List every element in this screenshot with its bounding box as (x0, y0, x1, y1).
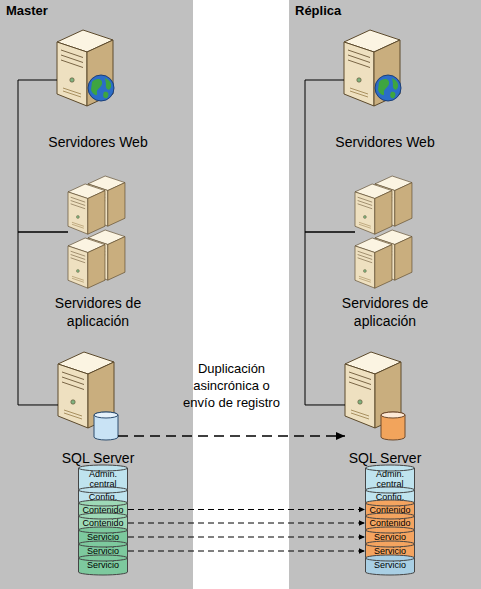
replication-arrow (118, 432, 345, 440)
panel-title: Réplica (295, 3, 341, 19)
server-node: Servidores Web (344, 30, 402, 106)
site-panel: RéplicaServidores WebServidores de aplic… (289, 0, 481, 589)
replication-arrow (128, 520, 365, 525)
arrow-head (336, 432, 345, 440)
database-label: Servicio (365, 558, 415, 572)
server-node: SQL Server (58, 352, 118, 440)
network-link (305, 232, 355, 405)
arrow-head (359, 507, 365, 512)
site-panel: MasterServidores WebServidores de aplica… (0, 0, 193, 589)
connector-line (128, 509, 365, 510)
server-label: SQL Server (325, 449, 445, 467)
network-link (305, 80, 355, 232)
server-label: Servidores de aplicación (38, 294, 158, 330)
server-node: SQL Server (345, 352, 405, 440)
server-label: Servidores Web (38, 133, 158, 151)
server-node: Servidores Web (57, 30, 115, 106)
server-node: Servidores de aplicación (355, 176, 412, 288)
server-node: Servidores de aplicación (68, 176, 125, 288)
replication-arrow (128, 548, 365, 553)
database-cylinder: Servicio (365, 555, 415, 575)
connector-line (18, 80, 68, 232)
connector-line (128, 523, 365, 524)
arrow-head (359, 534, 365, 539)
server-label: SQL Server (38, 449, 158, 467)
edge-label: Duplicación asincrónica o envío de regis… (182, 360, 282, 411)
connector-line (128, 551, 365, 552)
network-link (18, 232, 68, 405)
database-cylinder: Servicio (78, 555, 128, 575)
cylinder-body (366, 555, 415, 575)
connector-line (128, 537, 365, 538)
arrow-head (359, 520, 365, 525)
connector-line (305, 80, 355, 232)
replication-arrow (128, 534, 365, 539)
server-label: Servidores Web (325, 133, 445, 151)
replication-arrow (128, 507, 365, 512)
database-label: Servicio (78, 558, 128, 572)
connector-line (305, 232, 355, 405)
server-label: Servidores de aplicación (325, 294, 445, 330)
cylinder-body (79, 555, 128, 575)
connector-line (118, 435, 345, 437)
network-link (18, 80, 68, 232)
arrow-head (359, 548, 365, 553)
connector-line (18, 232, 68, 405)
panel-title: Master (6, 3, 48, 19)
